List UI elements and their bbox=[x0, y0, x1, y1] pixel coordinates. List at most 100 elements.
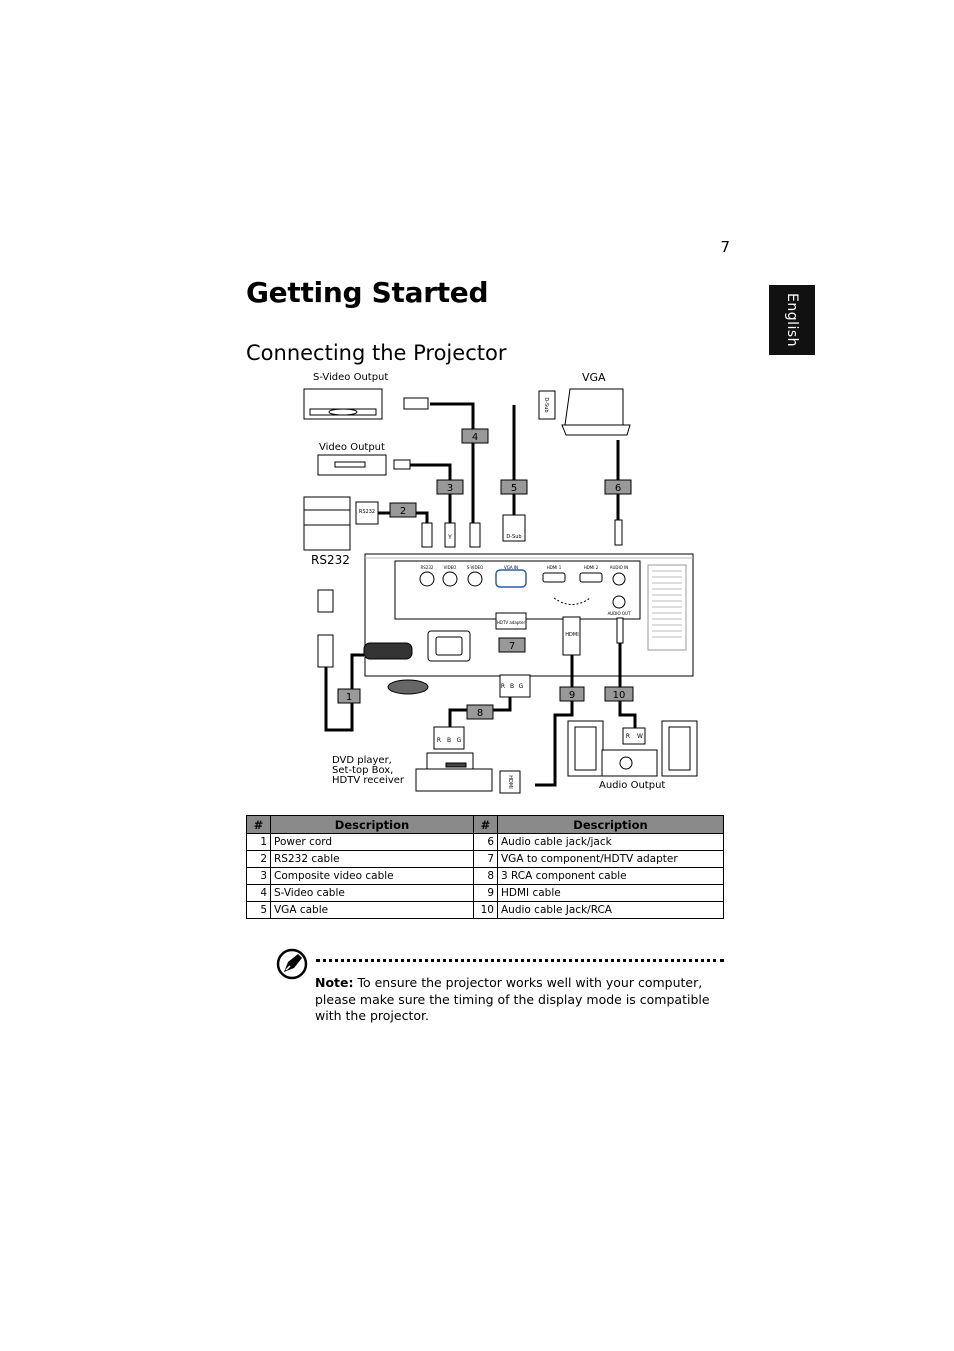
table-cell: 9 bbox=[473, 884, 498, 902]
note-label: Note: bbox=[315, 975, 354, 990]
table-row: 5 VGA cable 10 Audio cable Jack/RCA bbox=[246, 901, 724, 919]
hdtv-adapter-label: HDTV adapter bbox=[497, 620, 526, 625]
table-cell: 4 bbox=[246, 884, 271, 902]
page-number: 7 bbox=[720, 238, 730, 256]
note: Note: To ensure the projector works well… bbox=[315, 975, 725, 1025]
port-hdmi2-label: HDMI 2 bbox=[584, 565, 599, 570]
dvd-label-line1: DVD player, bbox=[332, 755, 392, 766]
video-output-label: Video Output bbox=[319, 442, 385, 453]
table-row: 3 Composite video cable 8 3 RCA componen… bbox=[246, 867, 724, 885]
dsub-top-label: D-Sub bbox=[543, 397, 549, 412]
hdmi-bottom-label: HDMI bbox=[507, 775, 513, 788]
rs232-label: RS232 bbox=[311, 553, 350, 567]
svideo-output-label: S-Video Output bbox=[313, 372, 388, 383]
table-row: 4 S-Video cable 9 HDMI cable bbox=[246, 884, 724, 902]
speaker-right bbox=[661, 720, 698, 777]
speaker-left bbox=[567, 720, 604, 777]
callout-box bbox=[500, 479, 528, 495]
table-cell: VGA cable bbox=[270, 901, 474, 919]
note-divider bbox=[316, 959, 724, 962]
callout-4: 4 bbox=[472, 432, 478, 443]
cable-table: # Description # Description 1 Power cord… bbox=[246, 815, 724, 919]
rs232-computer bbox=[303, 496, 351, 551]
dvd-label-line2: Set-top Box, bbox=[332, 765, 393, 776]
callout-3: 3 bbox=[447, 483, 453, 494]
port-rs232 bbox=[419, 571, 435, 587]
note-body: To ensure the projector works well with … bbox=[315, 975, 710, 1023]
callout-9: 9 bbox=[569, 690, 575, 701]
table-cell: 6 bbox=[473, 833, 498, 851]
page-title: Getting Started bbox=[246, 276, 489, 309]
port-vga-in bbox=[495, 569, 527, 588]
callout-box bbox=[436, 479, 464, 495]
callout-boxes bbox=[337, 428, 634, 720]
table-cell: 2 bbox=[246, 850, 271, 868]
amplifier bbox=[601, 749, 658, 777]
connection-diagram: 1 2 3 4 5 6 7 8 9 10 S-Video Output VGA … bbox=[303, 371, 698, 794]
svideo-output-device bbox=[303, 388, 383, 420]
rs232-small-label: RS232 bbox=[359, 509, 375, 515]
table-cell: Audio cable Jack/RCA bbox=[497, 901, 724, 919]
vga-label: VGA bbox=[582, 371, 606, 384]
wall-outlet bbox=[317, 589, 334, 613]
table-cell: 3 bbox=[246, 867, 271, 885]
rca-g-label: G bbox=[519, 683, 524, 690]
port-audio-in-label: AUDIO IN bbox=[610, 565, 629, 570]
table-cell: Audio cable jack/jack bbox=[497, 833, 724, 851]
table-cell: 8 bbox=[473, 867, 498, 885]
table-cell: 3 RCA component cable bbox=[497, 867, 724, 885]
callout-box bbox=[604, 686, 634, 702]
power-socket bbox=[427, 630, 471, 662]
rca-r-label: R bbox=[501, 683, 505, 690]
table-header: # bbox=[246, 815, 271, 834]
table-cell: S-Video cable bbox=[270, 884, 474, 902]
port-audio-out bbox=[612, 595, 626, 609]
table-cell: 7 bbox=[473, 850, 498, 868]
rca-r2-label: R bbox=[437, 737, 441, 744]
callout-box bbox=[498, 637, 526, 653]
table-cell: 1 bbox=[246, 833, 271, 851]
hdmi-plug-label: HDMI bbox=[565, 632, 578, 638]
rca-b-label: B bbox=[510, 683, 514, 690]
dvd-label-line3: HDTV receiver bbox=[332, 775, 405, 786]
port-video bbox=[442, 571, 458, 587]
port-audio-in bbox=[612, 572, 626, 586]
rca-g2-label: G bbox=[457, 737, 462, 744]
audio-r-label: R bbox=[626, 733, 630, 740]
callout-10: 10 bbox=[613, 690, 626, 701]
table-cell: Composite video cable bbox=[270, 867, 474, 885]
table-row: 2 RS232 cable 7 VGA to component/HDTV ad… bbox=[246, 850, 724, 868]
callout-box bbox=[559, 686, 585, 702]
callout-8: 8 bbox=[477, 708, 483, 719]
callout-6: 6 bbox=[615, 483, 621, 494]
callout-2: 2 bbox=[400, 506, 406, 517]
port-hdmi1-label: HDMI 1 bbox=[547, 565, 562, 570]
callout-5: 5 bbox=[511, 483, 517, 494]
callout-1: 1 bbox=[346, 692, 352, 703]
projector-foot bbox=[387, 679, 429, 695]
port-svideo-label: S-VIDEO bbox=[467, 565, 483, 570]
callout-box bbox=[604, 479, 632, 495]
port-hdmi2 bbox=[579, 572, 603, 583]
table-row: 1 Power cord 6 Audio cable jack/jack bbox=[246, 833, 724, 851]
table-cell: 5 bbox=[246, 901, 271, 919]
table-header: Description bbox=[497, 815, 724, 834]
table-cell: Power cord bbox=[270, 833, 474, 851]
port-svideo bbox=[467, 571, 483, 587]
table-header-row: # Description # Description bbox=[246, 815, 724, 834]
rca-b2-label: B bbox=[447, 737, 451, 744]
port-vga-in-label: VGA IN bbox=[504, 565, 518, 570]
table-cell: RS232 cable bbox=[270, 850, 474, 868]
dsub-bottom-label: D-Sub bbox=[506, 534, 521, 540]
port-hdmi1 bbox=[542, 572, 566, 583]
callout-box bbox=[466, 704, 494, 720]
note-pen-icon bbox=[276, 948, 308, 980]
table-header: Description bbox=[270, 815, 474, 834]
section-title: Connecting the Projector bbox=[246, 341, 507, 365]
plug-y-label: Y bbox=[447, 534, 452, 541]
language-tab: English bbox=[769, 285, 815, 355]
callout-7: 7 bbox=[509, 641, 515, 652]
port-audio-out-label: AUDIO OUT bbox=[608, 611, 631, 616]
language-tab-label: English bbox=[784, 292, 800, 348]
callout-box bbox=[337, 688, 361, 704]
